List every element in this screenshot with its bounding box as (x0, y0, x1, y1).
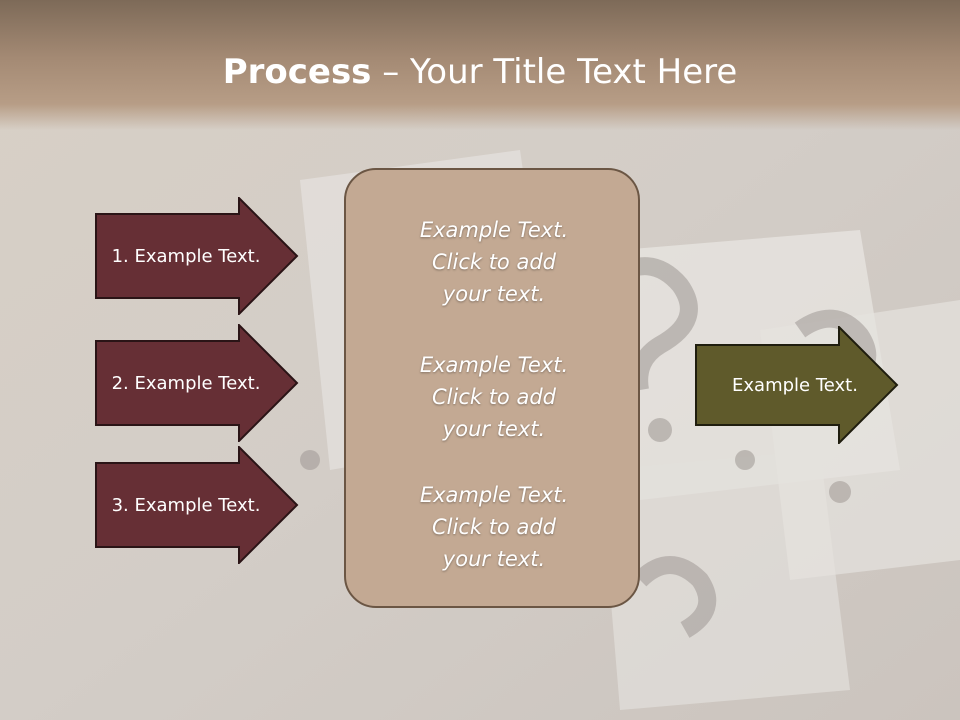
text-line: Click to add (431, 385, 556, 409)
text-line: your text. (442, 282, 546, 306)
step-arrow-2[interactable]: 2. Example Text. (95, 324, 299, 442)
title-bar (0, 0, 960, 130)
arrow-right-shape (95, 446, 299, 564)
center-text-block-3: Example Text. Click to add your text. (346, 479, 642, 575)
slide-title[interactable]: Process – Your Title Text Here (0, 52, 960, 92)
center-text-box[interactable]: Example Text. Click to add your text. Ex… (344, 168, 640, 608)
text-line: Example Text. (419, 483, 569, 507)
text-line: your text. (442, 417, 546, 441)
step-label: 1. Example Text. (111, 245, 261, 267)
arrow-right-shape (95, 324, 299, 442)
step-label: 3. Example Text. (111, 494, 261, 516)
text-line: your text. (442, 547, 546, 571)
text-line: Example Text. (419, 353, 569, 377)
center-text-block-1: Example Text. Click to add your text. (346, 214, 642, 310)
arrow-right-shape (95, 197, 299, 315)
step-label: 2. Example Text. (111, 372, 261, 394)
step-arrow-1[interactable]: 1. Example Text. (95, 197, 299, 315)
text-line: Click to add (431, 250, 556, 274)
output-arrow[interactable]: Example Text. (695, 326, 899, 444)
arrow-right-shape (695, 326, 899, 444)
text-line: Example Text. (419, 218, 569, 242)
output-label: Example Text. (732, 374, 858, 396)
text-line: Click to add (431, 515, 556, 539)
center-text-block-2: Example Text. Click to add your text. (346, 349, 642, 445)
title-bold: Process (222, 52, 372, 92)
title-rest: – Your Title Text Here (371, 52, 738, 92)
step-arrow-3[interactable]: 3. Example Text. (95, 446, 299, 564)
